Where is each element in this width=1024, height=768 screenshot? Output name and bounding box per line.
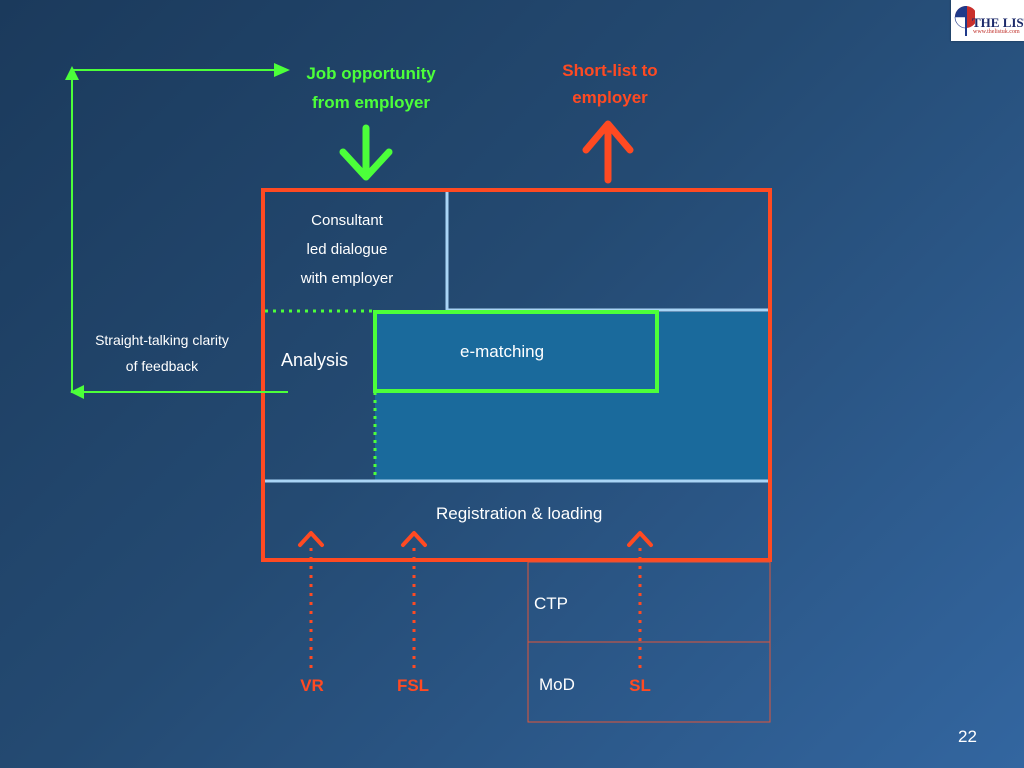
ematching-region — [375, 312, 768, 480]
fsl-dotted-arrow — [401, 531, 427, 668]
vr-label: VR — [300, 676, 324, 695]
logo-url: www.thelistuk.com — [973, 29, 1020, 35]
sl-dotted-arrow — [627, 531, 653, 668]
mod-box — [527, 641, 771, 723]
feedback-label: Straight-talking clarity of feedback — [72, 327, 252, 379]
main-process-box — [261, 188, 772, 562]
feedback-arrowhead-up — [65, 66, 79, 80]
consultant-line-1: Consultant — [311, 212, 383, 229]
up-arrow-icon — [582, 120, 634, 184]
the-list-logo: THE LIST™ www.thelistuk.com — [951, 0, 1024, 41]
job-opportunity-line-1: Job opportunity — [306, 64, 436, 83]
ematching-label: e-matching — [460, 342, 545, 361]
consultant-label: Consultant led dialogue with employer — [266, 206, 428, 293]
analysis-label: Analysis — [281, 350, 349, 370]
feedback-loop-line — [71, 69, 288, 393]
logo-name-text: THE LIST — [972, 15, 1024, 30]
mod-label: MoD — [539, 675, 575, 694]
ematching-box — [373, 310, 659, 393]
sl-label: SL — [629, 676, 651, 695]
registration-label: Registration & loading — [436, 504, 603, 523]
feedback-arrowhead-left — [70, 385, 84, 399]
page-number: 22 — [958, 727, 977, 746]
short-list-line-2: employer — [572, 88, 648, 107]
consultant-line-2: led dialogue — [306, 241, 388, 258]
job-opportunity-line-2: from employer — [311, 93, 431, 112]
logo-emblem-icon — [954, 6, 975, 36]
consultant-line-3: with employer — [300, 270, 394, 287]
feedback-line-1: Straight-talking clarity — [95, 332, 229, 348]
vr-dotted-arrow — [298, 531, 324, 668]
fsl-label: FSL — [396, 676, 430, 695]
ctp-label: CTP — [534, 594, 568, 613]
short-list-line-1: Short-list to — [562, 61, 658, 80]
down-arrow-icon — [339, 124, 393, 181]
feedback-line-2: of feedback — [125, 358, 199, 374]
logo-name: THE LIST™ — [972, 15, 1024, 31]
short-list-label: Short-list to employer — [520, 57, 700, 111]
job-opportunity-label: Job opportunity from employer — [276, 59, 466, 117]
feedback-arrowhead-right — [274, 63, 290, 77]
